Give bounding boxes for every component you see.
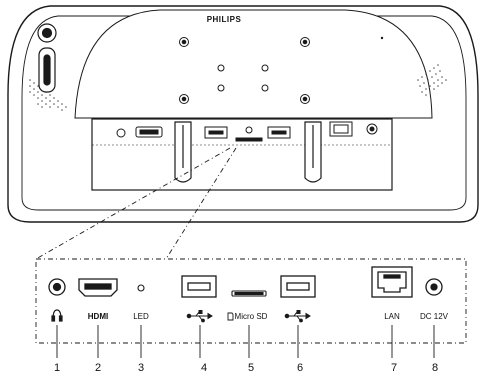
led-label: LED (133, 312, 149, 321)
usb-port-1 (181, 275, 217, 298)
callout-number: 3 (138, 362, 144, 374)
micro-sd-card-icon (227, 312, 234, 321)
micro-sd-slot (231, 290, 267, 297)
callout-lines (56, 325, 435, 358)
lan-port (371, 266, 413, 298)
hdmi-port (78, 278, 118, 297)
callout-number: 8 (432, 362, 438, 374)
speaker-grille-right (417, 64, 447, 96)
vesa-mount-holes (179, 37, 310, 104)
usb-icon (186, 310, 213, 323)
callout-number: 1 (54, 362, 60, 374)
headphone-jack (48, 278, 66, 296)
bay-ports (116, 121, 378, 142)
usb-port-2 (280, 275, 316, 298)
dc-power-jack (425, 278, 443, 296)
callout-number: 2 (95, 362, 101, 374)
callout-number: 7 (391, 362, 397, 374)
headphone-icon (51, 309, 63, 322)
hdmi-port-label: HDMI (88, 312, 108, 321)
micro-sd-label: Micro SD (235, 312, 268, 321)
small-indicator-hole (380, 36, 384, 40)
zoom-leader-lines (35, 147, 237, 260)
callout-number: 5 (248, 362, 254, 374)
lan-label: LAN (384, 312, 400, 321)
power-button (37, 23, 57, 43)
usb-icon (284, 310, 311, 323)
cable-hooks (174, 121, 322, 183)
volume-rocker (38, 47, 56, 93)
dc-12v-label: DC 12V (420, 312, 449, 321)
callout-number: 6 (297, 362, 303, 374)
led-indicator (137, 284, 145, 292)
callout-number: 4 (201, 362, 207, 374)
brand-logo: PHILIPS (207, 15, 242, 24)
